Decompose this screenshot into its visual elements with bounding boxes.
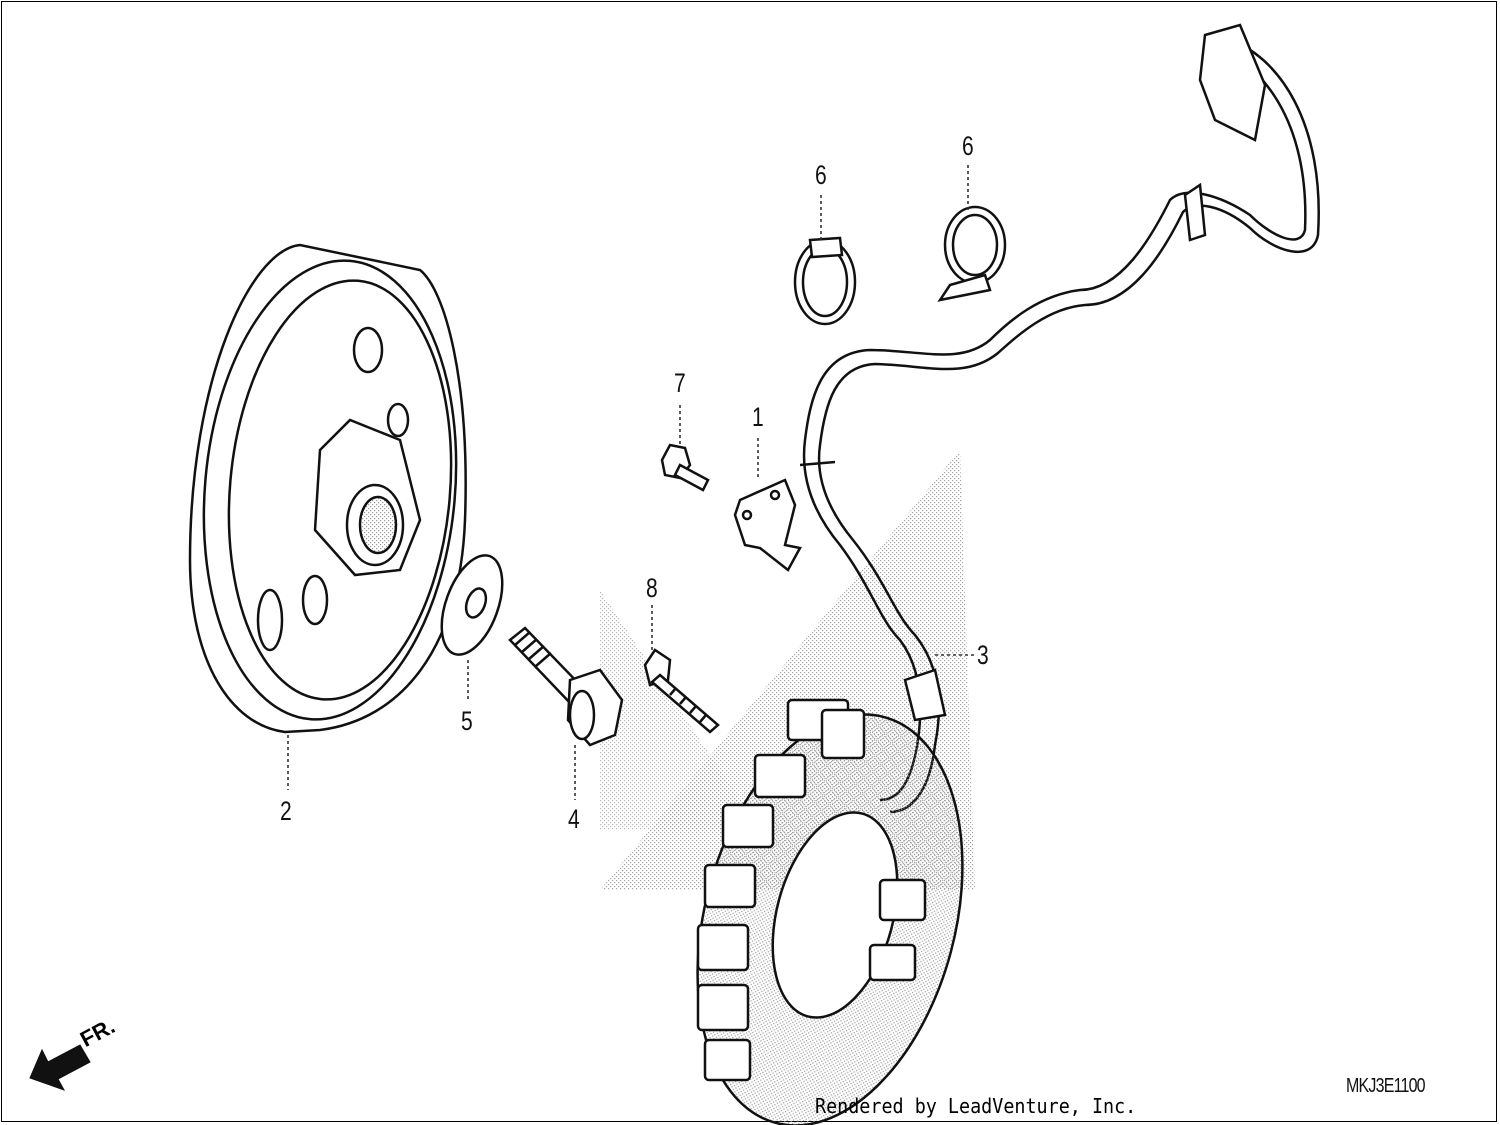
stator-harness-part bbox=[799, 23, 1320, 814]
render-credit: Rendered by LeadVenture, Inc. bbox=[815, 1094, 1137, 1118]
clamp-right-part bbox=[937, 205, 1007, 302]
callout-6-left: 6 bbox=[815, 160, 827, 190]
callout-5: 5 bbox=[461, 706, 473, 736]
front-direction-arrow-icon bbox=[29, 1044, 91, 1091]
flange-bolt-part bbox=[508, 626, 624, 747]
callout-2: 2 bbox=[280, 796, 292, 826]
callout-8: 8 bbox=[646, 573, 658, 603]
stator-body bbox=[696, 698, 964, 1125]
callout-6-right: 6 bbox=[962, 131, 974, 161]
clamp-left-part bbox=[793, 236, 857, 326]
callout-1: 1 bbox=[752, 402, 764, 432]
bracket-part bbox=[733, 478, 802, 572]
callout-4: 4 bbox=[568, 804, 580, 834]
diagram-code: MKJ3E1100 bbox=[1346, 1075, 1426, 1097]
callout-7: 7 bbox=[674, 368, 686, 398]
callout-3: 3 bbox=[977, 640, 989, 670]
washer-part bbox=[440, 554, 504, 656]
leader-lines bbox=[287, 165, 975, 800]
small-bolt-part bbox=[643, 648, 720, 734]
bolt-7-part bbox=[660, 443, 710, 492]
flywheel-part bbox=[188, 243, 467, 734]
shading-rays-left bbox=[600, 590, 760, 830]
